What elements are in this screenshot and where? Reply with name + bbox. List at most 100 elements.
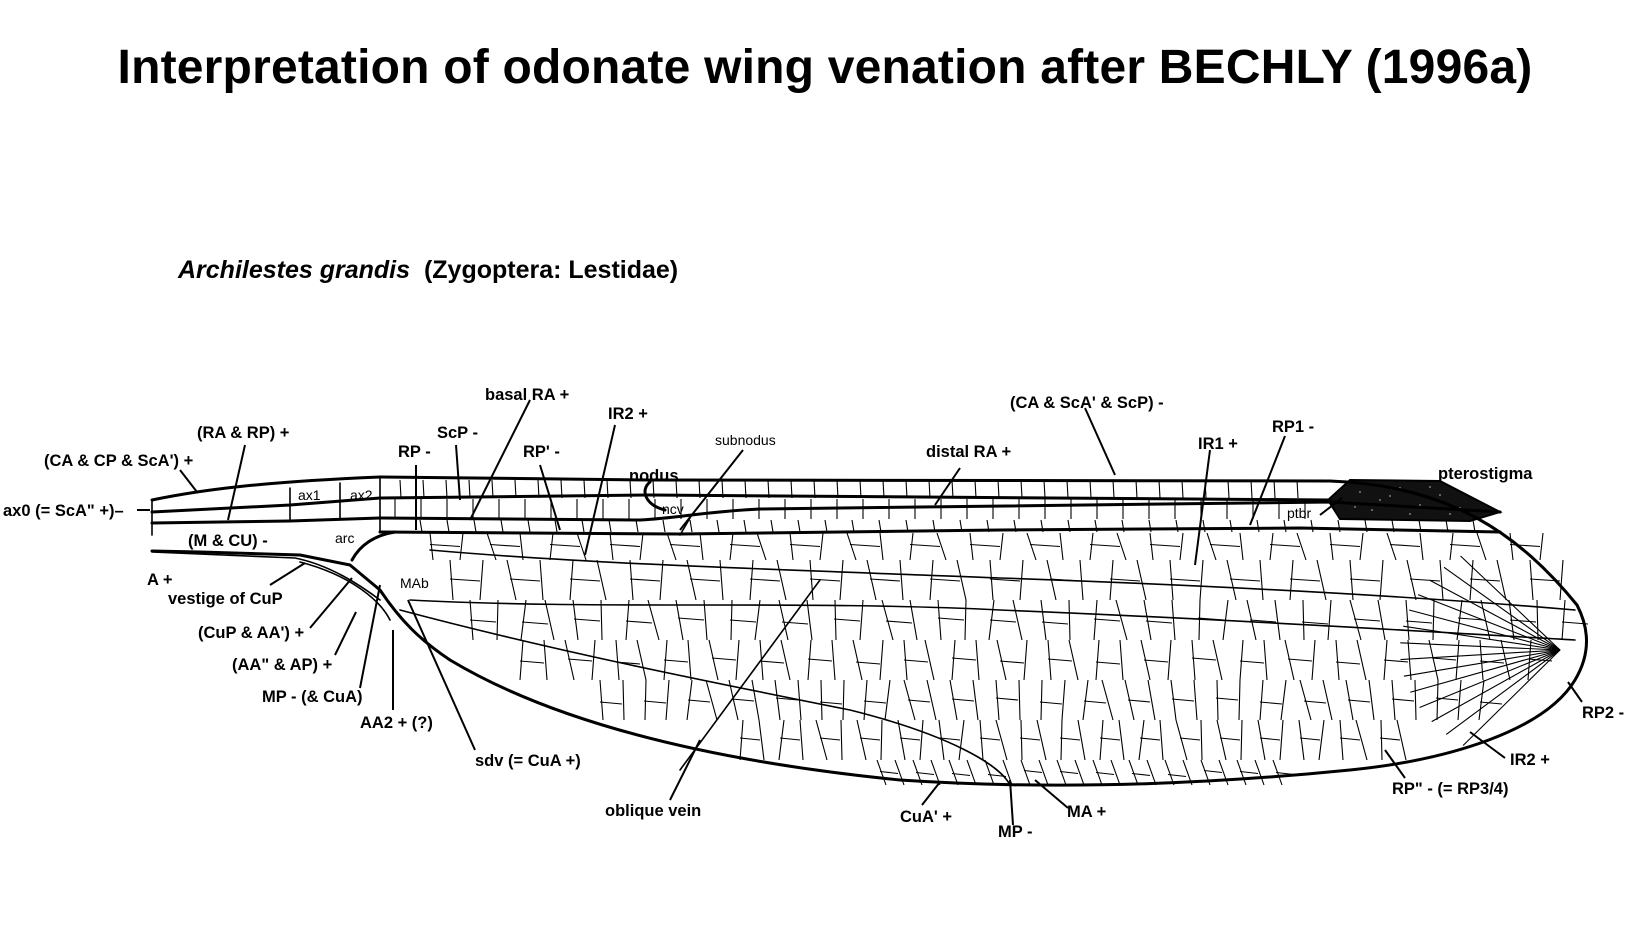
interior-connecting-vein bbox=[1215, 697, 1239, 701]
interior-crossvein bbox=[699, 532, 704, 561]
label-aa2: AA2 + (?) bbox=[360, 714, 433, 732]
interior-connecting-vein bbox=[1457, 617, 1485, 621]
label-basal-ra: basal RA + bbox=[485, 386, 569, 404]
interior-crossvein bbox=[1396, 719, 1407, 761]
interior-connecting-vein bbox=[1405, 620, 1433, 624]
interior-connecting-vein bbox=[869, 578, 901, 582]
label-rp1: RP1 - bbox=[1272, 418, 1314, 436]
interior-crossvein bbox=[687, 639, 692, 681]
interior-crossvein bbox=[1206, 532, 1217, 561]
interior-crossvein bbox=[789, 532, 794, 561]
species-classification: (Zygoptera: Lestidae) bbox=[423, 256, 679, 284]
interior-crossvein bbox=[572, 599, 579, 641]
interior-connecting-vein bbox=[989, 619, 1017, 623]
interior-connecting-vein bbox=[729, 619, 757, 623]
interior-crossvein bbox=[622, 679, 625, 721]
radial-crossvein bbox=[473, 519, 477, 533]
interior-crossvein bbox=[591, 639, 596, 681]
interior-connecting-vein bbox=[1219, 737, 1241, 741]
interior-connecting-vein bbox=[1099, 737, 1121, 741]
label-ir2-upper: IR2 + bbox=[608, 405, 648, 423]
interior-connecting-vein bbox=[1335, 661, 1361, 665]
radial-crossvein bbox=[716, 519, 720, 533]
label-scp: ScP - bbox=[437, 424, 478, 442]
interior-crossvein bbox=[429, 532, 434, 561]
interior-crossvein bbox=[1216, 719, 1227, 761]
interior-connecting-vein bbox=[969, 543, 1001, 548]
apical-radiating-vein bbox=[1443, 566, 1561, 651]
radial-crossvein bbox=[419, 519, 423, 533]
interior-crossvein bbox=[519, 532, 524, 561]
interior-connecting-vein bbox=[469, 619, 497, 623]
interior-connecting-vein bbox=[1435, 697, 1459, 701]
label-mp-cua: MP - (& CuA) bbox=[262, 688, 363, 706]
interior-crossvein bbox=[840, 719, 843, 761]
interior-crossvein bbox=[1036, 719, 1047, 761]
interior-connecting-vein bbox=[1109, 578, 1141, 582]
interior-crossvein bbox=[776, 559, 787, 601]
interior-crossvein bbox=[879, 532, 884, 561]
leader-rp1 bbox=[1249, 435, 1286, 526]
label-ncv: ncv bbox=[662, 501, 684, 517]
interior-crossvein bbox=[564, 639, 575, 681]
interior-crossvein bbox=[897, 719, 906, 761]
main-veins bbox=[150, 475, 1588, 787]
leader-lines bbox=[137, 399, 1583, 826]
costal-crossvein bbox=[974, 479, 977, 499]
interior-crossvein bbox=[1419, 532, 1424, 561]
interior-crossvein bbox=[774, 679, 781, 721]
interior-connecting-vein bbox=[789, 543, 821, 548]
interior-connecting-vein bbox=[1431, 657, 1457, 661]
radial-crossvein bbox=[1256, 519, 1260, 533]
interior-crossvein bbox=[1414, 679, 1417, 721]
interior-connecting-vein bbox=[1339, 737, 1361, 741]
interior-connecting-vein bbox=[1191, 657, 1217, 661]
interior-crossvein bbox=[647, 599, 660, 641]
interior-crossvein bbox=[1322, 679, 1333, 721]
interior-crossvein bbox=[1101, 679, 1114, 721]
interior-crossvein bbox=[1199, 559, 1204, 601]
leader-rp34 bbox=[1384, 749, 1406, 779]
radial-crossvein bbox=[824, 519, 828, 533]
interior-crossvein bbox=[1259, 559, 1264, 601]
interior-connecting-vein bbox=[663, 659, 689, 663]
leader-ir2-lower bbox=[1469, 731, 1506, 759]
interior-crossvein bbox=[609, 532, 614, 561]
interior-connecting-vein bbox=[687, 699, 711, 703]
interior-crossvein bbox=[815, 719, 828, 761]
interior-connecting-vein bbox=[1391, 698, 1415, 702]
interior-connecting-vein bbox=[1353, 618, 1381, 622]
vein-ra bbox=[150, 500, 1502, 525]
apical-radiating-vein bbox=[1431, 649, 1561, 723]
label-mab: MAb bbox=[400, 575, 429, 591]
interior-crossvein bbox=[866, 559, 877, 601]
leader-sdv bbox=[407, 599, 476, 751]
radial-crossvein bbox=[743, 519, 747, 533]
interior-crossvein bbox=[778, 719, 785, 761]
leader-distal-ra bbox=[934, 467, 961, 506]
interior-crossvein bbox=[1068, 599, 1071, 641]
interior-crossvein bbox=[936, 532, 947, 561]
interior-connecting-vein bbox=[739, 737, 761, 741]
interior-crossvein bbox=[1449, 532, 1454, 561]
interior-crossvein bbox=[675, 599, 684, 641]
interior-crossvein bbox=[549, 532, 554, 561]
leader-basal-ra bbox=[469, 399, 531, 521]
interior-connecting-vein bbox=[731, 698, 755, 702]
interior-crossvein bbox=[1500, 639, 1511, 681]
interior-crossvein bbox=[1476, 532, 1487, 561]
label-distal-ra: distal RA + bbox=[926, 443, 1011, 461]
interior-connecting-vein bbox=[1303, 700, 1327, 704]
interior-crossvein bbox=[1356, 639, 1367, 681]
interior-crossvein bbox=[1020, 759, 1031, 786]
interior-connecting-vein bbox=[569, 578, 601, 582]
interior-connecting-vein bbox=[1329, 543, 1361, 548]
interior-crossvein bbox=[834, 599, 837, 641]
interior-crossvein bbox=[1149, 532, 1154, 561]
apical-radiating-vein bbox=[1409, 609, 1561, 651]
apical-radiating-vein bbox=[1403, 649, 1561, 677]
interior-crossvein bbox=[1115, 599, 1128, 641]
interior-connecting-vein bbox=[1287, 658, 1313, 662]
interior-connecting-vein bbox=[1259, 701, 1283, 705]
radial-crossvein bbox=[500, 519, 504, 533]
